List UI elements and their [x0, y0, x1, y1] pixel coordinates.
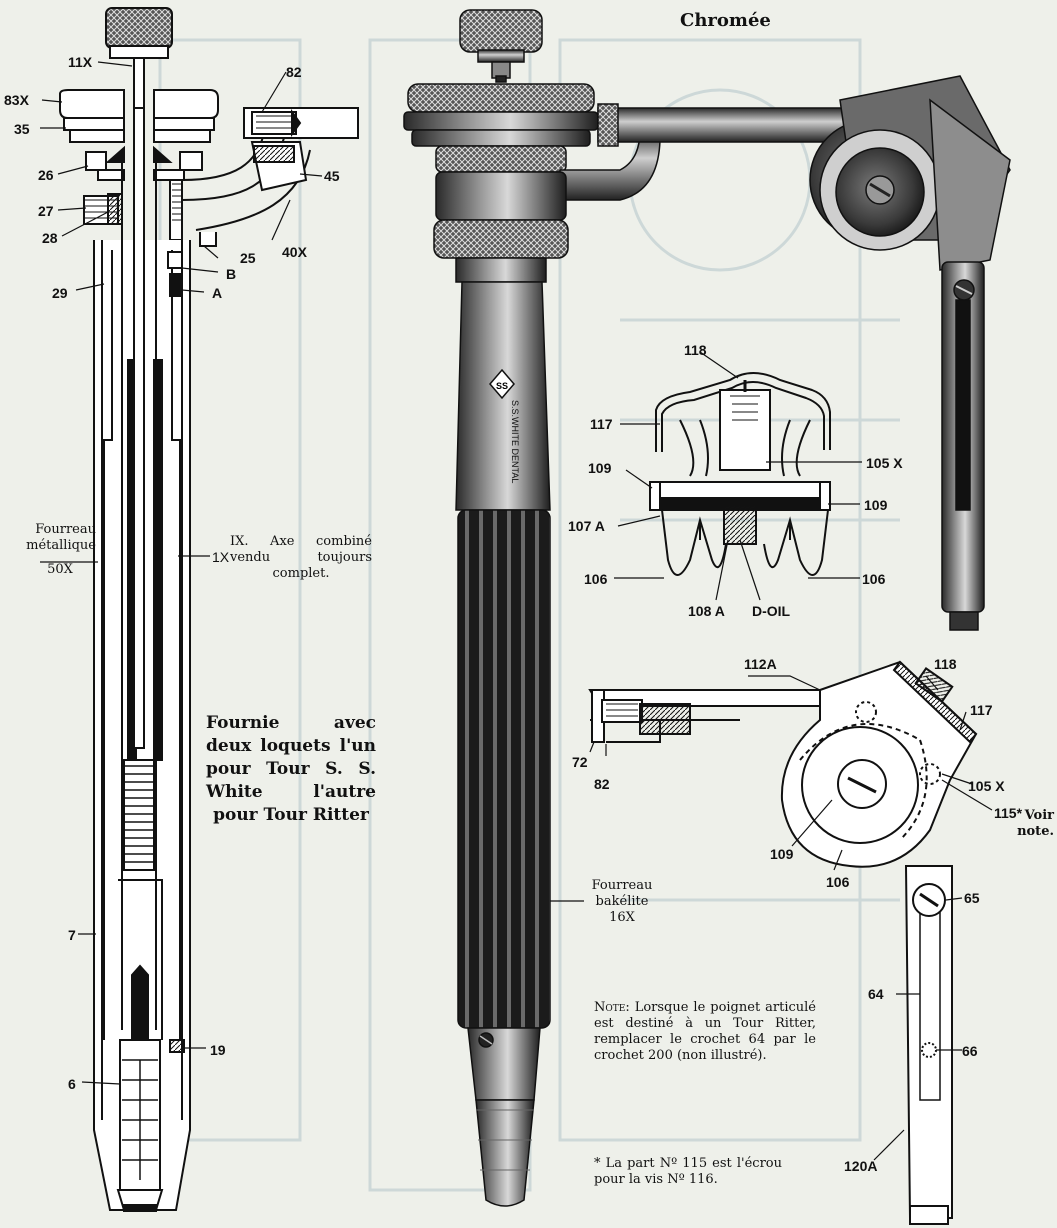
wrist-section-leaders — [589, 675, 993, 1161]
label-112a: 112A — [744, 656, 777, 672]
label-6: 6 — [68, 1076, 76, 1092]
label-66: 66 — [962, 1043, 978, 1059]
note-label: Note: — [594, 1000, 630, 1015]
label-109-a: 109 — [588, 460, 612, 476]
label-29: 29 — [52, 285, 68, 301]
label-1x: 1X — [212, 549, 230, 565]
pulley-section — [649, 372, 831, 576]
note-text: Lorsque le poignet articulé est destiné … — [594, 1000, 816, 1063]
label-82-b: 82 — [594, 776, 610, 792]
wrist-section — [588, 660, 978, 1225]
label-64: 64 — [868, 986, 884, 1002]
label-28: 28 — [42, 230, 58, 246]
label-b: B — [226, 266, 237, 282]
label-118-a: 118 — [684, 342, 707, 358]
label-117-a: 117 — [590, 416, 613, 432]
label-120a: 120A — [844, 1158, 878, 1174]
label-65: 65 — [964, 890, 980, 906]
caption-fournie: Fournie avec deux loquets l'un pour Tour… — [206, 713, 376, 825]
label-108a: 108 A — [688, 603, 725, 619]
label-26: 26 — [38, 167, 54, 183]
label-105x-a: 105 X — [866, 455, 903, 471]
footnote-block: * La part Nº 115 est l'écrou pour la vis… — [594, 1156, 782, 1187]
label-106-b: 106 — [862, 571, 886, 587]
title-chromee: Chromée — [680, 10, 771, 31]
left-leader-lines — [40, 61, 323, 1085]
label-25: 25 — [240, 250, 256, 266]
label-109-b: 109 — [864, 497, 888, 513]
label-a: A — [212, 285, 223, 301]
left-cross-section — [59, 7, 359, 1212]
label-106-a: 106 — [584, 571, 608, 587]
label-109-c: 109 — [770, 846, 794, 862]
leader-bakelite — [550, 900, 584, 902]
note-block: Note: Lorsque le poignet articulé est de… — [594, 1000, 816, 1064]
caption-voir-note: Voir note. — [1017, 808, 1054, 839]
wrist-photo — [597, 75, 1011, 631]
center-handpiece — [403, 9, 661, 1207]
caption-fourreau-metal: Fourreau métallique 50X — [26, 522, 96, 577]
label-106-c: 106 — [826, 874, 850, 890]
handpiece-engraving: S.S.WHITE DENTAL — [510, 400, 520, 483]
label-27: 27 — [38, 203, 54, 219]
label-83x: 83X — [4, 92, 29, 108]
label-105x-b: 105 X — [968, 778, 1005, 794]
label-72: 72 — [572, 754, 588, 770]
label-11x: 11X — [68, 54, 93, 70]
label-d-oil: D-OIL — [752, 603, 791, 619]
label-45: 45 — [324, 168, 340, 184]
label-115: 115* — [994, 805, 1023, 821]
handpiece-logo: SS — [496, 381, 508, 391]
label-19: 19 — [210, 1042, 226, 1058]
caption-fourreau-bakelite: Fourreau bakélite 16X — [591, 878, 653, 925]
pulley-leaders — [614, 351, 862, 601]
label-7: 7 — [68, 927, 76, 943]
label-117-b: 117 — [970, 702, 993, 718]
label-40x: 40X — [282, 244, 307, 260]
caption-axe: IX. Axe combiné vendu toujours complet. — [230, 534, 372, 581]
label-82-top: 82 — [286, 64, 302, 80]
label-35: 35 — [14, 121, 30, 137]
label-107a: 107 A — [568, 518, 605, 534]
label-118-b: 118 — [934, 656, 957, 672]
